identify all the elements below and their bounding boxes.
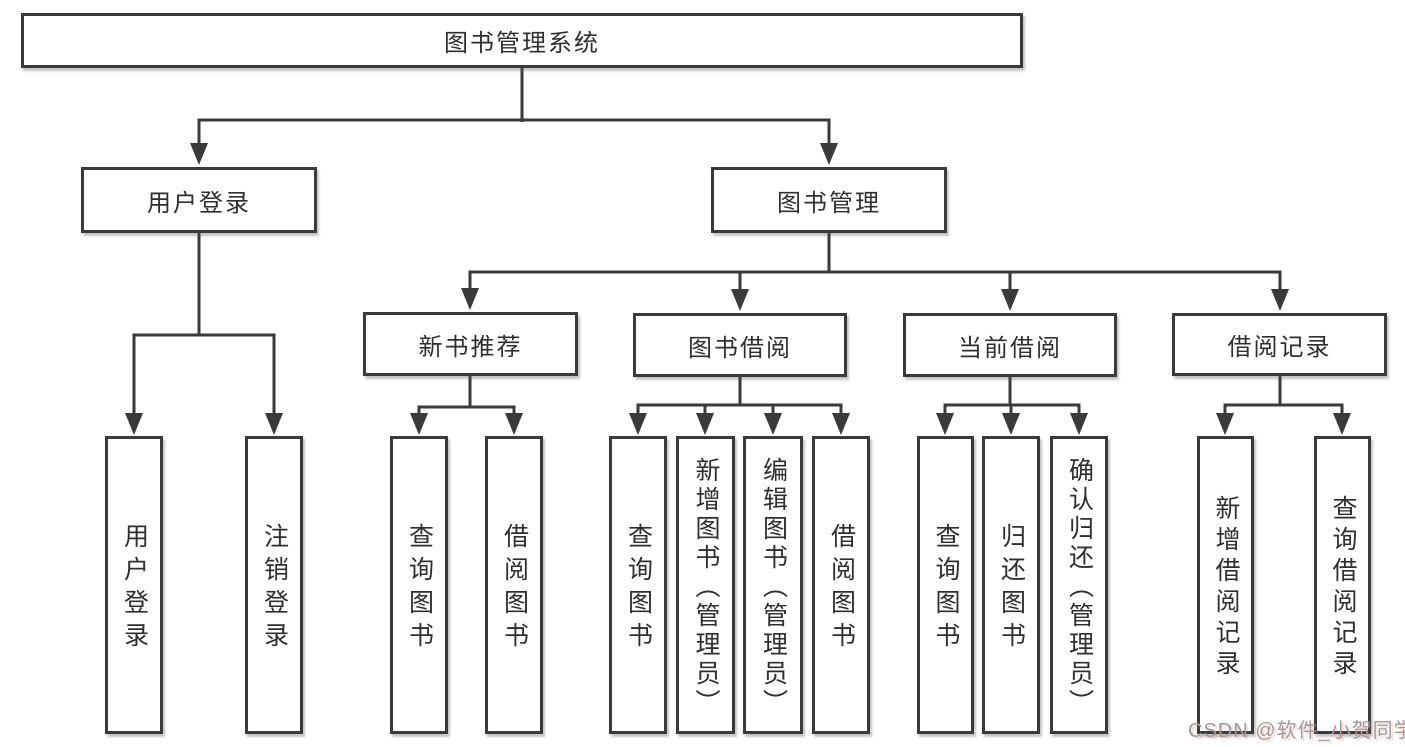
- leaf-user-login: 用户登录: [105, 436, 163, 734]
- node-label: 确认归还（管理员）: [1065, 456, 1094, 718]
- leaf-query-books-recommend: 查询图书: [390, 436, 448, 734]
- node-label: 借阅记录: [1227, 334, 1332, 361]
- node-book-management: 图书管理: [711, 167, 947, 233]
- node-label: 查询图书: [405, 523, 434, 655]
- node-label: 编辑图书（管理员）: [759, 456, 788, 718]
- node-root-library-system: 图书管理系统: [21, 13, 1023, 68]
- node-current-borrowing: 当前借阅: [903, 313, 1117, 377]
- node-user-login: 用户登录: [81, 167, 317, 233]
- node-label: 查询图书: [624, 523, 653, 655]
- leaf-query-borrow-record: 查询借阅记录: [1314, 436, 1371, 734]
- node-label: 新书推荐: [418, 333, 523, 361]
- node-label: 借阅图书: [500, 523, 529, 655]
- leaf-edit-book-admin: 编辑图书（管理员）: [743, 436, 803, 734]
- node-label: 查询图书: [932, 523, 960, 655]
- leaf-logout: 注销登录: [245, 436, 303, 734]
- node-book-borrowing: 图书借阅: [633, 313, 847, 377]
- node-label: 新增借阅记录: [1212, 495, 1240, 681]
- node-label: 用户登录: [120, 523, 149, 655]
- node-label: 图书管理系统: [444, 30, 600, 57]
- tree-edges: [132, 68, 1344, 414]
- node-borrow-records: 借阅记录: [1172, 313, 1387, 376]
- leaf-add-book-admin: 新增图书（管理员）: [676, 436, 735, 734]
- node-label: 用户登录: [147, 189, 251, 217]
- node-new-book-recommend: 新书推荐: [363, 312, 578, 376]
- node-label: 归还图书: [997, 523, 1026, 655]
- node-label: 图书借阅: [688, 334, 792, 362]
- leaf-query-books-borrowing: 查询图书: [609, 436, 667, 734]
- csdn-watermark: CSDN @软件_小贺同学: [1188, 720, 1405, 742]
- leaf-borrow-books-recommend: 借阅图书: [485, 436, 543, 734]
- leaf-borrow-books-borrowing: 借阅图书: [812, 436, 870, 734]
- arrowheads: [125, 143, 1351, 435]
- node-label: 图书管理: [777, 189, 881, 217]
- node-label: 注销登录: [260, 523, 289, 655]
- leaf-confirm-return-admin: 确认归还（管理员）: [1050, 436, 1108, 734]
- leaf-query-books-current: 查询图书: [917, 436, 974, 734]
- node-label: 借阅图书: [827, 523, 856, 655]
- leaf-return-book: 归还图书: [982, 436, 1040, 734]
- node-label: 查询借阅记录: [1329, 495, 1357, 681]
- node-label: 新增图书（管理员）: [692, 456, 720, 718]
- node-label: 当前借阅: [958, 334, 1062, 362]
- leaf-add-borrow-record: 新增借阅记录: [1197, 436, 1254, 734]
